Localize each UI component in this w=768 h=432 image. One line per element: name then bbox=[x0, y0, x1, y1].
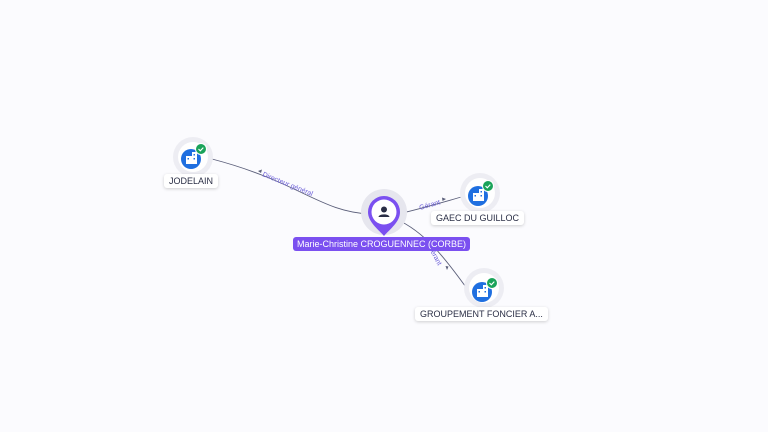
company-label-gaec[interactable]: GAEC DU GUILLOC bbox=[431, 211, 525, 225]
company-label-groupement[interactable]: GROUPEMENT FONCIER A... bbox=[415, 307, 548, 321]
building-icon bbox=[473, 189, 484, 201]
check-icon bbox=[486, 277, 498, 289]
building-icon bbox=[477, 285, 488, 297]
edge-arrow bbox=[442, 197, 446, 201]
person-node[interactable] bbox=[361, 189, 407, 236]
company-label-jodelain[interactable]: JODELAIN bbox=[164, 174, 219, 188]
edge-jodelain bbox=[211, 158, 371, 215]
company-node-groupement[interactable] bbox=[464, 268, 504, 308]
person-label[interactable]: Marie-Christine CROGUENNEC (CORBE) bbox=[293, 237, 471, 251]
edge-arrow bbox=[445, 266, 449, 270]
check-icon bbox=[195, 143, 207, 155]
building-icon bbox=[186, 152, 197, 164]
company-node-gaec[interactable] bbox=[460, 173, 500, 213]
edge-arrow bbox=[258, 169, 262, 173]
check-icon bbox=[482, 180, 494, 192]
user-icon bbox=[378, 206, 390, 217]
edge-label-directeur: Directeur général bbox=[261, 171, 314, 198]
company-node-jodelain[interactable] bbox=[173, 137, 213, 177]
